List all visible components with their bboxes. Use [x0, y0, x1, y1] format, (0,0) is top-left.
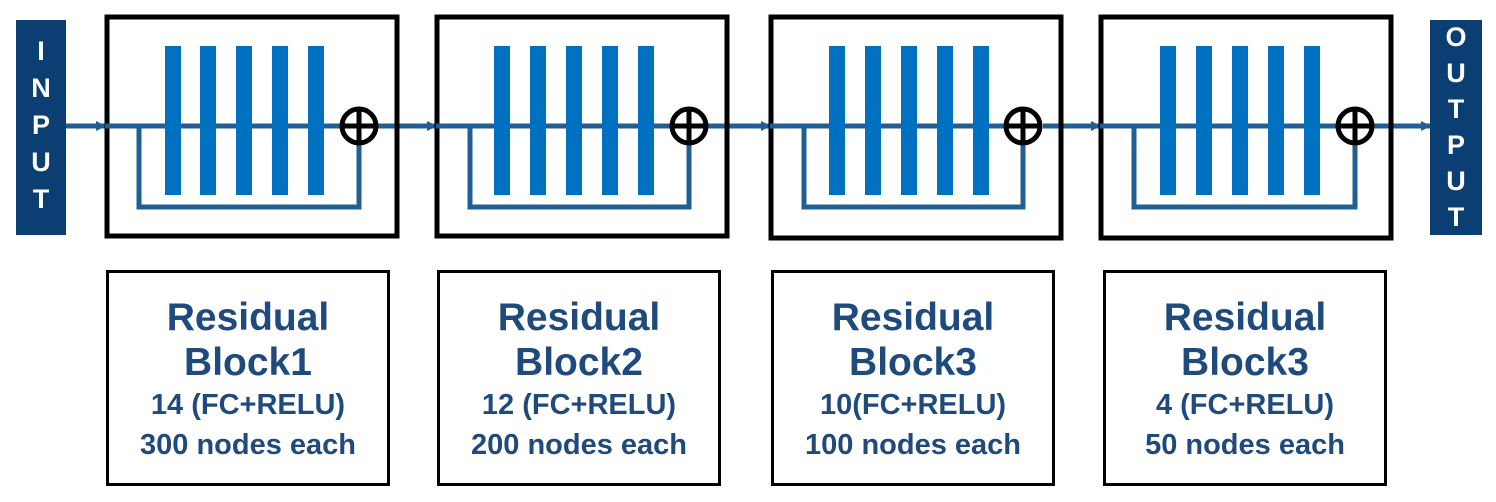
block-label-title: Residual: [497, 296, 661, 339]
input-letter: P: [32, 110, 50, 140]
skip-connection: [1131, 126, 1358, 210]
skip-connection: [801, 126, 1026, 210]
fc-relu-layer-bar: [901, 46, 917, 195]
block-label-name: Block3: [1181, 341, 1309, 384]
block-label-box-3: Residual Block3 10(FC+RELU) 100 nodes ea…: [771, 270, 1055, 486]
fc-relu-layer-bar: [602, 46, 618, 195]
block-label-nodes: 300 nodes each: [140, 429, 356, 461]
fc-relu-layer-bar: [1232, 46, 1248, 195]
skip-connection: [467, 126, 692, 210]
block-label-layers: 14 (FC+RELU): [150, 389, 346, 421]
block-label-title: Residual: [831, 296, 995, 339]
output-letter: U: [1446, 166, 1466, 196]
input-bar: [16, 20, 66, 235]
fc-relu-layer-bar: [1304, 46, 1320, 195]
add-operator-icon: [1335, 106, 1375, 146]
fc-relu-layer-bar: [272, 46, 288, 195]
add-operator-icon: [339, 106, 379, 146]
fc-relu-layer-bar: [308, 46, 324, 195]
output-letter: T: [1448, 94, 1465, 124]
input-letter: N: [31, 73, 51, 103]
output-letter: P: [1447, 130, 1465, 160]
fc-relu-layer-bar: [530, 46, 546, 195]
output-node: O U T P U T: [1430, 20, 1482, 235]
output-bar: [1430, 20, 1482, 235]
output-letter: U: [1446, 58, 1466, 88]
residual-block-2: [434, 14, 730, 239]
fc-relu-layer-bar: [865, 46, 881, 195]
fc-relu-layer-bar: [973, 46, 989, 195]
fc-relu-layer-bar: [494, 46, 510, 195]
block-label-name: Block2: [515, 341, 643, 384]
block-label-title: Residual: [166, 296, 330, 339]
block-label-layers: 10(FC+RELU): [819, 389, 1007, 421]
block-label-name: Block1: [184, 341, 312, 384]
block-label-box-2: Residual Block2 12 (FC+RELU) 200 nodes e…: [437, 270, 721, 486]
fc-relu-layer-bar: [937, 46, 953, 195]
block-label-nodes: 200 nodes each: [471, 429, 687, 461]
fc-relu-layer-bar: [638, 46, 654, 195]
skip-connection: [136, 126, 362, 210]
block-label-box-4: Residual Block3 4 (FC+RELU) 50 nodes eac…: [1103, 270, 1387, 486]
residual-block-1: [104, 14, 400, 239]
block-label-name: Block3: [849, 341, 977, 384]
output-letter: O: [1445, 22, 1466, 52]
block-label-layers: 4 (FC+RELU): [1155, 389, 1335, 421]
input-node: I N P U T: [16, 20, 66, 235]
add-operator-icon: [1003, 106, 1043, 146]
fc-relu-layer-bar: [236, 46, 252, 195]
block-label-nodes: 50 nodes each: [1145, 429, 1345, 461]
fc-relu-layer-bar: [1268, 46, 1284, 195]
output-letter: T: [1448, 202, 1465, 232]
input-letter: U: [31, 147, 51, 177]
residual-block-3: [768, 14, 1064, 241]
block-label-box-1: Residual Block1 14 (FC+RELU) 300 nodes e…: [106, 270, 390, 486]
block-label-title: Residual: [1163, 296, 1327, 339]
block-label-layers: 12 (FC+RELU): [481, 389, 677, 421]
add-operator-icon: [669, 106, 709, 146]
block-label-nodes: 100 nodes each: [805, 429, 1021, 461]
input-letter: T: [33, 184, 50, 214]
fc-relu-layer-bar: [1196, 46, 1212, 195]
fc-relu-layer-bar: [566, 46, 582, 195]
fc-relu-layer-bar: [1160, 46, 1176, 195]
input-letter: I: [37, 36, 45, 66]
fc-relu-layer-bar: [829, 46, 845, 195]
fc-relu-layer-bar: [200, 46, 216, 195]
fc-relu-layer-bar: [165, 46, 181, 195]
residual-block-4: [1098, 14, 1394, 241]
